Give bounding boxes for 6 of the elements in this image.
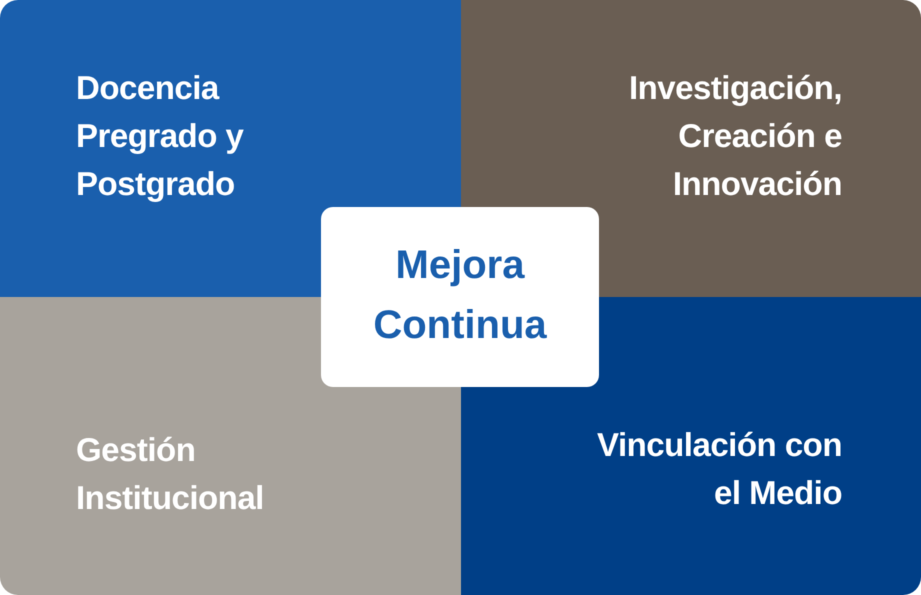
- center-title: Mejora Continua: [372, 242, 548, 349]
- quadrant-label: Gestión Institucional: [76, 430, 265, 518]
- center-box: [321, 207, 599, 387]
- quadrant-label: Docencia Pregrado y Postgrado: [76, 68, 245, 204]
- quadrant-label: Investigación, Creación e Innovación: [628, 68, 842, 204]
- quadrant-label: Vinculación con el Medio: [596, 425, 842, 513]
